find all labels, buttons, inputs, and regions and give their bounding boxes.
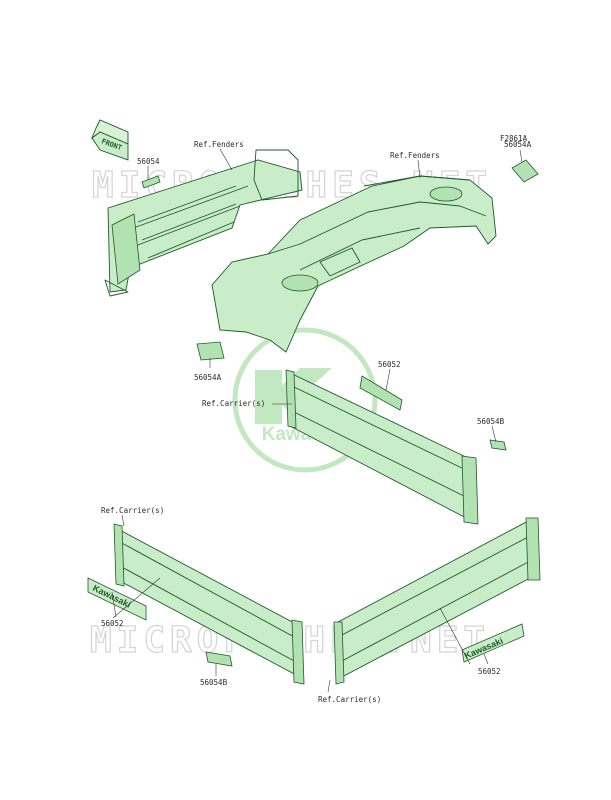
decal-56054b-right: [489, 439, 507, 451]
label-ref-carrier-bottom: Ref.Carrier(s): [318, 695, 381, 704]
label-ref-fenders-right: Ref.Fenders: [390, 151, 440, 160]
decal-56054a-right: [511, 159, 539, 183]
figure-id: F2861A: [500, 134, 528, 143]
label-56052-right: 56052: [478, 667, 501, 676]
right-side-carrier-part: [333, 517, 541, 685]
front-arrow: FRONT: [90, 119, 129, 161]
label-ref-fenders-left: Ref.Fenders: [194, 140, 244, 149]
label-56054a-mid: 56054A: [194, 373, 222, 382]
label-ref-carrier-upper: Ref.Carrier(s): [202, 399, 265, 408]
upper-rear-carrier-part: [285, 369, 479, 525]
decal-56054: [141, 175, 161, 189]
label-56054-top: 56054: [137, 157, 160, 166]
decal-56054a-left: [196, 341, 225, 361]
label-56052-upper: 56052: [378, 360, 401, 369]
label-56052-left: 56052: [101, 619, 124, 628]
leader-lines: [111, 148, 523, 693]
label-56054a-top: 56054A: [504, 140, 532, 149]
label-ref-carrier-mid: Ref.Carrier(s): [101, 506, 164, 515]
decal-56054b-bottom: [205, 651, 233, 667]
front-grille-part: [104, 149, 303, 297]
decal-56052-upper: [359, 375, 403, 411]
label-56054b-bottom: 56054B: [200, 678, 228, 687]
label-56054b-right: 56054B: [477, 417, 505, 426]
left-side-carrier-part: [113, 523, 305, 685]
